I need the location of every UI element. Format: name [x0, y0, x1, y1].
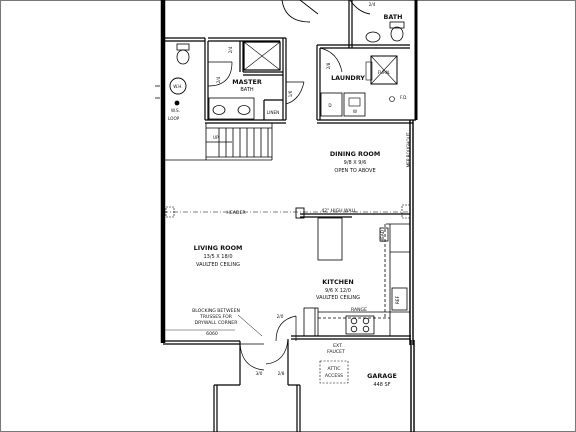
header-beam	[163, 204, 411, 261]
label-faucet: FAUCET	[327, 349, 345, 355]
room-kitchen: KITCHEN	[322, 278, 353, 286]
room-master-sub: BATH	[240, 87, 254, 93]
room-garage: GARAGE	[367, 372, 397, 380]
attic-access	[319, 360, 349, 384]
room-bath: BATH	[383, 13, 402, 21]
label-washer: W	[353, 109, 357, 114]
door-size-2: 2/4	[216, 76, 221, 83]
label-fd: F.D.	[400, 95, 408, 100]
door-size-8: 2/8	[278, 371, 285, 376]
room-kitchen-dim: 9/6 X 12/0	[325, 288, 351, 294]
label-ext: EXT.	[333, 343, 343, 349]
door-size-1: 2/4	[228, 46, 233, 53]
room-dining: DINING ROOM	[330, 150, 380, 158]
room-garage-sf: 448 SF	[373, 382, 390, 388]
door-size-7: 3/0	[256, 371, 263, 376]
staircase	[163, 123, 273, 161]
door-size-3: 2/8	[326, 62, 331, 69]
label-wh: W.H.	[173, 84, 182, 89]
label-blocking-1: BLOCKING BETWEEN	[192, 308, 240, 314]
label-ref: REF	[395, 295, 400, 304]
room-living: LIVING ROOM	[194, 244, 243, 252]
kitchen-counters	[303, 223, 410, 337]
room-dining-note: OPEN TO ABOVE	[334, 168, 375, 174]
label-blocking-2: TRUSSES FOR	[199, 314, 233, 320]
label-furn: FURN.	[378, 70, 391, 75]
room-master: MASTER	[232, 78, 262, 86]
label-attic-2: ACCESS	[325, 373, 343, 379]
label-range: RANGE	[351, 307, 367, 313]
label-header: HEADER	[226, 210, 246, 216]
room-kitchen-note: VAULTED CEILING	[316, 295, 360, 301]
label-ws: W.S.	[171, 108, 180, 113]
label-high-wall: 42" HIGH WALL	[321, 208, 357, 214]
room-living-note: VAULTED CEILING	[196, 262, 240, 268]
label-dryer: D	[328, 103, 331, 108]
label-loop: LOOP	[168, 116, 180, 121]
door-size-4: 1/6	[288, 90, 293, 97]
label-linen: LINEN	[267, 110, 279, 115]
label-6060: 6060	[206, 331, 218, 337]
label-blocking-3: DRYWALL CORNER	[195, 320, 239, 326]
exterior-walls	[160, 0, 418, 432]
room-dining-dim: 9/8 X 9/6	[344, 160, 367, 166]
door-size-5: 2/4	[369, 2, 376, 7]
door-size-6: 2/0	[277, 314, 284, 319]
label-attic-1: ATTIC	[328, 366, 341, 372]
room-living-dim: 13/5 X 18/0	[203, 254, 232, 260]
left-edge-fragment	[155, 85, 160, 99]
labels: BATH MASTER BATH LAUNDRY DINING ROOM 9/8…	[168, 2, 411, 388]
door-swings	[207, 47, 343, 371]
blocking-leader	[163, 314, 263, 337]
label-up: UP	[213, 135, 219, 140]
room-laundry: LAUNDRY	[331, 74, 365, 82]
label-head: HEAD	[380, 230, 385, 242]
label-mep: MEP ROUGHOUT	[406, 132, 411, 167]
water-heater	[169, 77, 187, 106]
upper-rooms-walls	[163, 0, 416, 124]
